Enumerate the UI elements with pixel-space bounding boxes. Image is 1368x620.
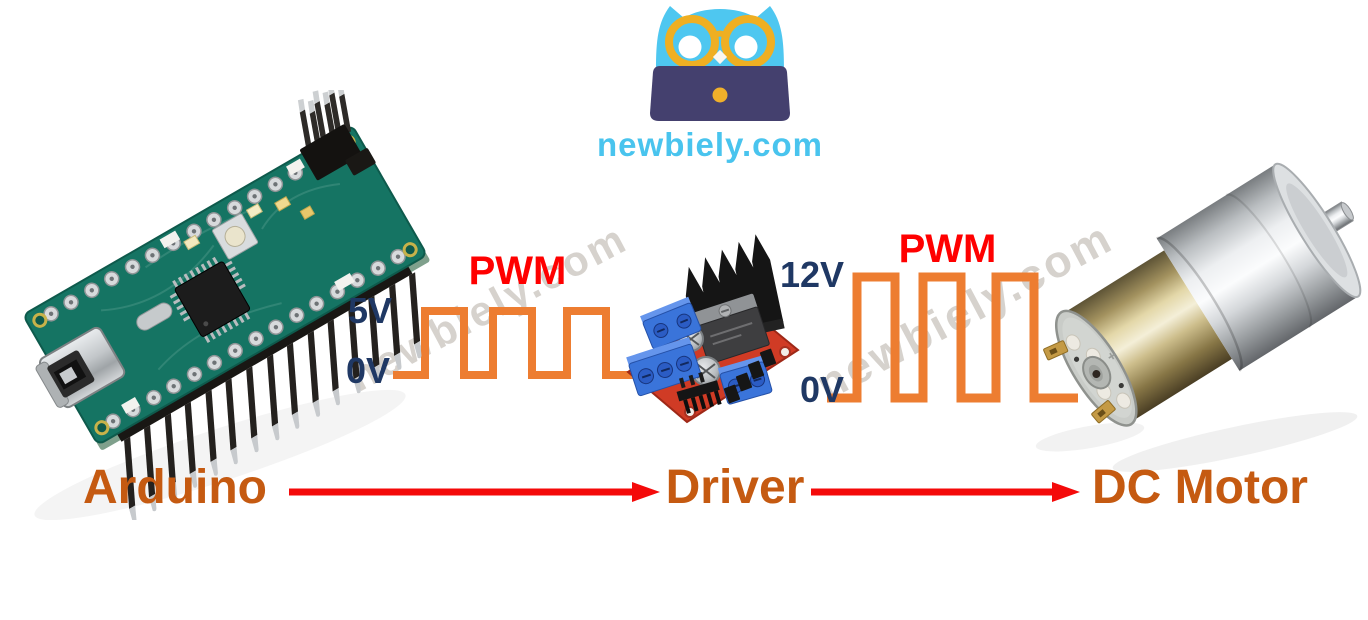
site-name: newbiely.com: [597, 126, 823, 163]
laptop-logo-dot: [712, 87, 728, 103]
led: [299, 205, 316, 220]
mcu-chip: [169, 255, 253, 343]
header-pins: [676, 372, 722, 414]
arduino-nano-photo: [24, 90, 454, 520]
flow-label-driver: Driver: [665, 461, 805, 514]
voltage-high-label: 12V: [779, 254, 844, 295]
owl-glasses-bridge: [710, 30, 730, 40]
pwm-waveform-driver-to-motor: [827, 272, 1078, 403]
terminal-block: [626, 336, 702, 397]
motor-body: [1043, 162, 1362, 427]
led: [274, 195, 292, 212]
square-wave: [393, 307, 653, 379]
pwm-title: PWM: [898, 227, 997, 271]
gearbox: [1156, 164, 1359, 371]
icsp-header: [282, 90, 376, 181]
owl-eye-left: [678, 35, 702, 59]
owl-logo-icon: [650, 6, 790, 121]
owl-glasses-right: [721, 15, 775, 69]
arduino-board: [24, 90, 454, 520]
l298n-driver-photo: [626, 234, 800, 424]
voltage-high-label: 5V: [347, 290, 392, 331]
led: [183, 234, 201, 251]
diode-row: [723, 348, 777, 404]
voltage-low-label: 0V: [345, 350, 390, 391]
flow-label-arduino: Arduino: [83, 461, 267, 514]
arrow-right-icon: [811, 482, 1080, 502]
pwm-waveform-arduino-to-driver: [393, 307, 653, 379]
motor-terminal: [1043, 340, 1069, 361]
motor-terminal: [1091, 400, 1116, 424]
arrow-right-icon: [289, 482, 660, 502]
pwm-title: PWM: [468, 249, 567, 293]
reset-button: [212, 213, 259, 260]
l298-ic: [692, 293, 770, 365]
crystal-oscillator: [136, 302, 173, 331]
voltage-low-label: 0V: [799, 369, 844, 410]
dc-gear-motor-photo: [1035, 162, 1362, 472]
square-wave: [827, 272, 1078, 403]
owl-glasses-left: [665, 15, 719, 69]
owl-eye-right: [734, 35, 758, 59]
terminal-block: [640, 296, 702, 350]
owl-beak: [712, 49, 728, 65]
flow-label-dc-motor: DC Motor: [1092, 461, 1308, 514]
motor-back-face: [1043, 309, 1138, 427]
mini-usb-connector: [35, 326, 126, 409]
led: [245, 203, 263, 219]
